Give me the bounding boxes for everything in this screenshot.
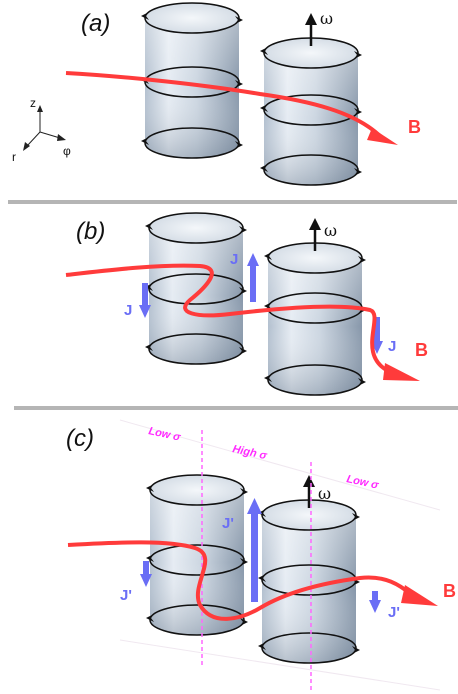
slab-outline xyxy=(119,419,441,691)
rotation-arrow-icon xyxy=(146,554,154,562)
rotation-arrow-icon xyxy=(240,618,248,626)
rotation-arrow-icon xyxy=(264,252,272,260)
omega-label: ω xyxy=(320,9,333,28)
cylinder-right-b: ω xyxy=(264,218,366,396)
high-sigma-label: High σ xyxy=(231,443,268,462)
low-sigma-right-label: Low σ xyxy=(345,473,380,492)
rotation-arrow-icon xyxy=(141,12,149,20)
current-arrows-c: J' J' J' xyxy=(120,498,400,621)
rotation-arrow-icon xyxy=(352,513,360,521)
rotation-arrow-icon xyxy=(260,47,268,55)
rotation-arrow-icon xyxy=(240,488,248,496)
axis-r-label: r xyxy=(12,150,16,164)
j-label: J xyxy=(230,251,238,268)
field-line-c xyxy=(67,540,414,621)
cylinder-left-b xyxy=(145,212,247,365)
panel-separator xyxy=(8,200,457,204)
rotation-arrow-icon xyxy=(235,16,243,24)
rotation-arrow-icon xyxy=(358,256,366,264)
current-down-arrow-icon xyxy=(140,574,152,587)
rotation-arrow-icon xyxy=(260,164,268,172)
panel-separator xyxy=(14,406,458,410)
rotation-arrow-icon xyxy=(145,343,153,351)
rotation-arrow-icon xyxy=(354,108,362,116)
rotation-arrow-icon xyxy=(354,168,362,176)
field-line-b xyxy=(65,263,391,374)
field-arrow-icon xyxy=(401,585,438,606)
cylinder-right-a: ω xyxy=(260,9,362,186)
cylinder-left-c xyxy=(146,474,248,636)
rotation-arrow-icon xyxy=(146,614,154,622)
current-down-arrow-icon xyxy=(369,600,381,613)
rotation-arrow-icon xyxy=(258,574,266,582)
axis-phi-label: φ xyxy=(63,144,71,158)
cylinder-left-a xyxy=(141,2,243,159)
rotation-arrow-icon xyxy=(146,484,154,492)
axis-z-label: z xyxy=(30,96,36,110)
rotation-arrow-icon xyxy=(258,642,266,650)
panel-a: (a) xyxy=(12,2,421,186)
rotation-arrow-icon xyxy=(358,378,366,386)
current-arrows-b: J J J xyxy=(124,251,396,355)
panel-a-label: (a) xyxy=(81,10,110,37)
rotation-arrow-icon xyxy=(145,222,153,230)
panel-c: (c) xyxy=(66,419,456,691)
panel-c-label: (c) xyxy=(66,425,94,452)
panel-b: (b) xyxy=(65,212,428,396)
coordinate-axes: z r φ xyxy=(12,96,71,164)
b-label-a: B xyxy=(408,117,421,137)
rotation-arrow-icon xyxy=(239,347,247,355)
rotation-arrow-icon xyxy=(235,80,243,88)
low-sigma-left-label: Low σ xyxy=(147,425,182,444)
current-down-arrow-icon xyxy=(139,305,151,318)
j-prime-label: J' xyxy=(120,587,132,604)
panel-b-label: (b) xyxy=(76,218,105,245)
rotation-arrow-icon xyxy=(264,374,272,382)
j-label: J xyxy=(388,338,396,355)
j-prime-label: J' xyxy=(222,515,234,532)
j-prime-label: J' xyxy=(388,604,400,621)
field-arrow-icon xyxy=(367,128,398,145)
omega-label: ω xyxy=(324,221,337,240)
rotation-arrow-icon xyxy=(141,137,149,145)
rotation-arrow-icon xyxy=(352,646,360,654)
field-line-a xyxy=(65,71,382,138)
rotation-arrow-icon xyxy=(235,141,243,149)
current-up-arrow-icon xyxy=(247,498,262,514)
b-label-c: B xyxy=(443,581,456,601)
rotation-arrow-icon xyxy=(240,558,248,566)
cylinder-right-c: ω xyxy=(258,475,360,664)
b-label-b: B xyxy=(415,340,428,360)
current-up-arrow-icon xyxy=(247,253,259,266)
rotation-arrow-icon xyxy=(260,104,268,112)
rotation-arrow-icon xyxy=(258,509,266,517)
j-label: J xyxy=(124,302,132,319)
omega-label: ω xyxy=(318,484,331,503)
rotation-arrow-icon xyxy=(354,51,362,59)
rotation-arrow-icon xyxy=(239,226,247,234)
rotation-arrow-icon xyxy=(145,283,153,291)
rotation-arrow-icon xyxy=(239,287,247,295)
field-arrow-icon xyxy=(383,363,420,381)
